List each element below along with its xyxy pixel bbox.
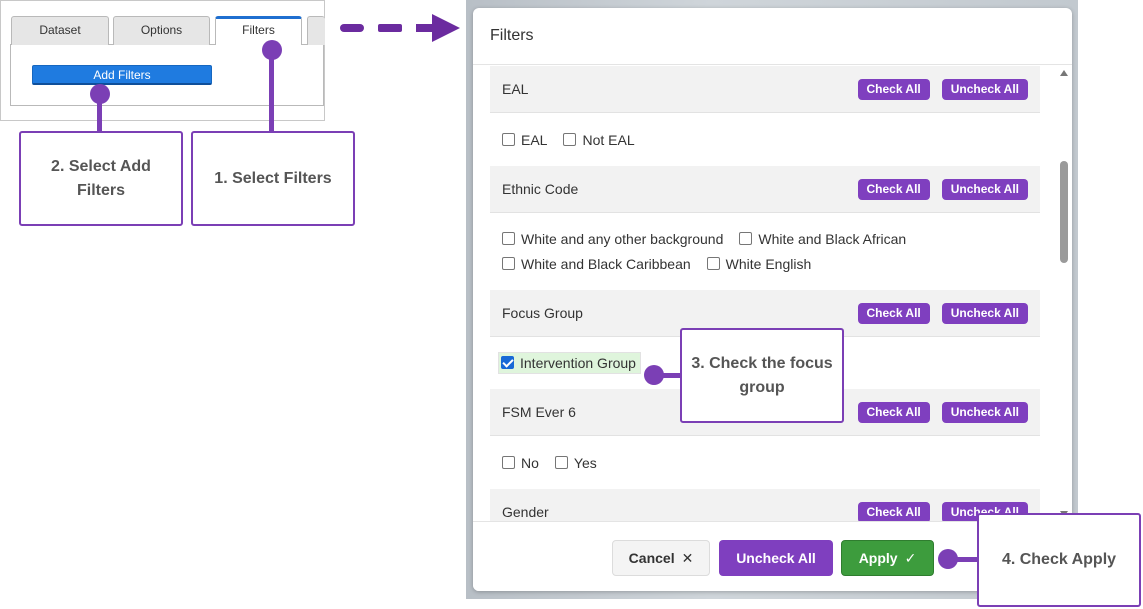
- step2-connector: [97, 94, 102, 132]
- uncheck-all-label: Uncheck All: [736, 550, 816, 566]
- option-white-black-caribbean[interactable]: White and Black Caribbean: [502, 256, 691, 272]
- section-title: FSM Ever 6: [502, 404, 576, 420]
- section-items-ethnic-code: White and any other background White and…: [490, 213, 1040, 290]
- checkbox-checked[interactable]: [501, 356, 514, 369]
- uncheck-all-button[interactable]: Uncheck All: [941, 78, 1028, 100]
- modal-header: Filters: [473, 8, 1072, 65]
- modal-title: Filters: [490, 27, 534, 44]
- modal-footer: Cancel ✕ Uncheck All Apply ✓: [473, 521, 1072, 591]
- check-icon: ✓: [904, 549, 917, 566]
- checkbox[interactable]: [739, 232, 753, 245]
- step2-text: 2. Select Add Filters: [51, 158, 151, 199]
- modal-body[interactable]: EAL Check All Uncheck All EAL Not EAL Et…: [473, 66, 1072, 521]
- option-label: Intervention Group: [520, 354, 636, 371]
- apply-button[interactable]: Apply ✓: [841, 540, 934, 576]
- step2-callout: 2. Select Add Filters: [19, 131, 183, 226]
- option-label: Yes: [573, 454, 597, 471]
- add-filters-button[interactable]: Add Filters: [32, 65, 212, 85]
- tab-dataset[interactable]: Dataset: [11, 16, 109, 45]
- checkbox[interactable]: [502, 133, 515, 146]
- section-title: EAL: [502, 81, 529, 97]
- section-header-eal: EAL Check All Uncheck All: [490, 66, 1040, 113]
- tab-more[interactable]: [307, 16, 325, 45]
- option-not-eal[interactable]: Not EAL: [563, 131, 635, 148]
- uncheck-all-button[interactable]: Uncheck All: [941, 302, 1028, 324]
- section-header-ethnic-code: Ethnic Code Check All Uncheck All: [490, 166, 1040, 213]
- step2-marker: [90, 84, 110, 104]
- section-title: Gender: [502, 504, 549, 520]
- step1-connector: [269, 50, 274, 132]
- check-all-button[interactable]: Check All: [857, 501, 930, 521]
- option-yes[interactable]: Yes: [554, 454, 597, 471]
- cancel-label: Cancel: [628, 550, 675, 566]
- checkbox[interactable]: [502, 257, 515, 270]
- section-items-eal: EAL Not EAL: [490, 113, 1040, 166]
- uncheck-all-button[interactable]: Uncheck All: [941, 178, 1028, 200]
- dashed-arrow: [340, 14, 460, 42]
- section-header-gender: Gender Check All Uncheck All: [490, 489, 1040, 521]
- filters-modal: Filters EAL Check All Uncheck All EAL No…: [473, 8, 1072, 591]
- step3-callout: 3. Check the focus group: [680, 328, 844, 423]
- tab-options[interactable]: Options: [113, 16, 210, 45]
- checkbox[interactable]: [502, 232, 515, 245]
- step4-text: 4. Check Apply: [1001, 551, 1117, 569]
- option-label: No: [521, 454, 539, 471]
- checkbox[interactable]: [706, 257, 720, 270]
- close-icon: ✕: [681, 549, 694, 566]
- option-white-english[interactable]: White English: [706, 255, 812, 272]
- option-label: EAL: [521, 131, 548, 148]
- checkbox[interactable]: [563, 133, 577, 146]
- option-no[interactable]: No: [502, 455, 539, 471]
- step4-connector: [948, 557, 979, 562]
- option-label: Not EAL: [582, 131, 635, 148]
- option-white-black-african[interactable]: White and Black African: [739, 231, 906, 247]
- check-all-button[interactable]: Check All: [857, 302, 930, 324]
- option-label: White English: [725, 255, 812, 272]
- section-items-focus-group: Intervention Group: [490, 337, 1040, 389]
- section-items-fsm-ever-6: No Yes: [490, 436, 1040, 489]
- scrollbar[interactable]: [1056, 66, 1072, 521]
- cancel-button[interactable]: Cancel ✕: [612, 540, 710, 576]
- step1-marker: [262, 40, 282, 60]
- uncheck-all-button[interactable]: Uncheck All: [941, 401, 1028, 423]
- step4-callout: 4. Check Apply: [977, 513, 1141, 607]
- step1-text: 1. Select Filters: [214, 169, 332, 187]
- option-eal[interactable]: EAL: [502, 132, 547, 148]
- section-title: Ethnic Code: [502, 181, 579, 197]
- scroll-up-arrow[interactable]: [1060, 70, 1068, 76]
- option-label: White and Black Caribbean: [521, 255, 691, 272]
- option-label: White and Black African: [758, 230, 907, 247]
- scroll-thumb[interactable]: [1060, 161, 1068, 263]
- option-intervention-group[interactable]: Intervention Group: [498, 351, 641, 374]
- check-all-button[interactable]: Check All: [857, 178, 930, 200]
- option-white-other[interactable]: White and any other background: [502, 231, 723, 247]
- checkbox[interactable]: [554, 456, 568, 469]
- check-all-button[interactable]: Check All: [857, 401, 930, 423]
- step3-text: 3. Check the focus group: [691, 355, 833, 396]
- apply-label: Apply: [858, 550, 898, 566]
- section-title: Focus Group: [502, 305, 583, 321]
- option-label: White and any other background: [521, 230, 724, 247]
- checkbox[interactable]: [502, 456, 515, 469]
- step1-callout: 1. Select Filters: [191, 131, 355, 226]
- tab-filters[interactable]: Filters: [215, 16, 302, 45]
- footer-uncheck-all-button[interactable]: Uncheck All: [719, 540, 833, 576]
- check-all-button[interactable]: Check All: [857, 78, 930, 100]
- step3-connector: [654, 373, 682, 378]
